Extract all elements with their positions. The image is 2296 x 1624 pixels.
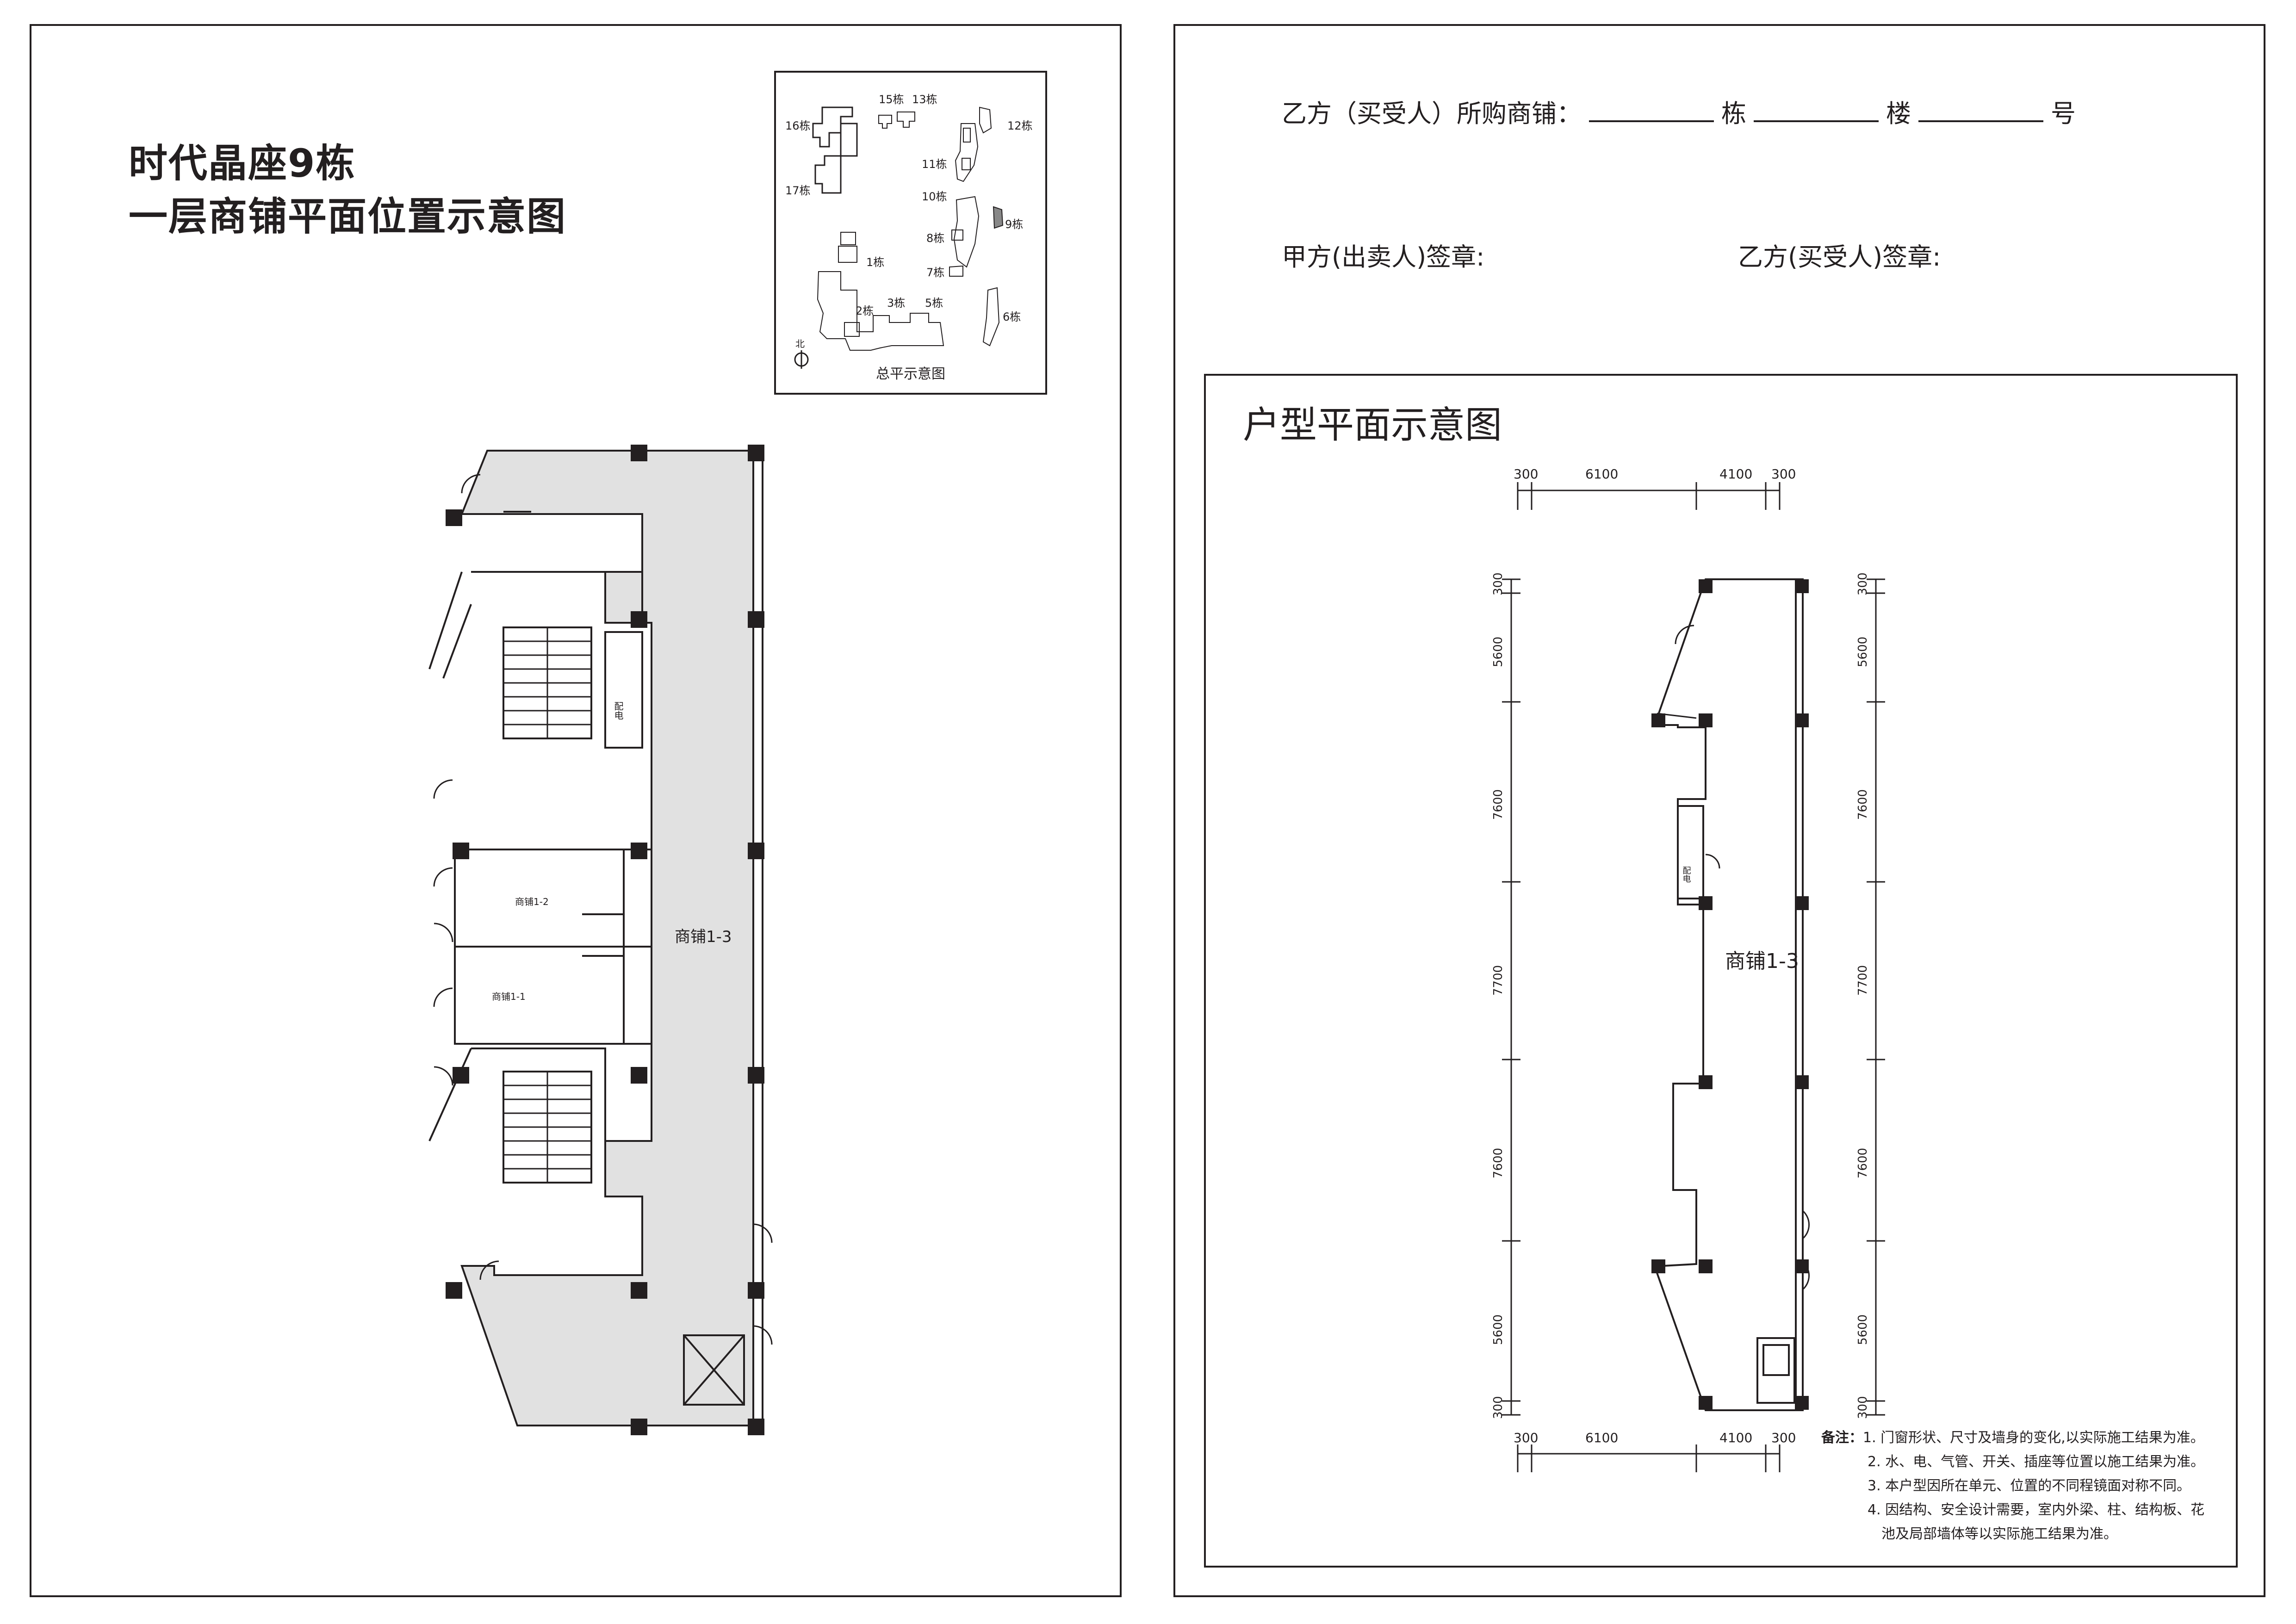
- left-sheet: 时代晶座9栋 一层商铺平面位置示意图: [30, 24, 1122, 1597]
- site-label-13: 13栋: [912, 93, 937, 106]
- site-label-11: 11栋: [922, 158, 947, 171]
- site-label-17: 17栋: [785, 184, 811, 197]
- page-subtitle: 一层商铺平面位置示意图: [129, 194, 567, 239]
- unit-plan-title: 户型平面示意图: [1243, 403, 1502, 446]
- notes-header: 备注：: [1821, 1430, 1863, 1446]
- dim-right-5600-b: 5600: [1856, 1314, 1870, 1345]
- site-plan-caption: 总平示意图: [876, 366, 945, 382]
- elec-room-label: 配电: [613, 701, 624, 720]
- shop-1-3-label: 商铺1-3: [675, 928, 732, 946]
- site-label-12: 12栋: [1007, 119, 1033, 132]
- dim-top-4100: 4100: [1719, 466, 1752, 482]
- notes-block: 备注：1. 门窗形状、尺寸及墙身的变化,以实际施工结果为准。 2. 水、电、气管…: [1821, 1426, 2204, 1546]
- shop-1-1-label: 商铺1-1: [492, 991, 526, 1002]
- dim-left-7700: 7700: [1491, 965, 1505, 996]
- note-3: 3. 本户型因所在单元、位置的不同程镜面对称不同。: [1868, 1478, 2191, 1494]
- page-title: 时代晶座9栋: [129, 141, 356, 186]
- note-1: 1. 门窗形状、尺寸及墙身的变化,以实际施工结果为准。: [1863, 1430, 2204, 1446]
- buyer-purchase-row: 乙方（买受人）所购商铺： 栋 楼 号: [1282, 93, 2076, 130]
- site-label-7: 7栋: [926, 266, 945, 279]
- number-blank: [1918, 118, 2043, 122]
- building-word: 栋: [1721, 99, 1746, 128]
- site-plan-drawing: [794, 106, 1004, 369]
- shop-1-2-label: 商铺1-2: [515, 896, 549, 907]
- dim-bottom-300-a: 300: [1514, 1430, 1538, 1445]
- north-label: 北: [795, 338, 805, 349]
- unit-elec-label: 配电: [1682, 866, 1691, 883]
- unit-plan-frame: 户型平面示意图: [1204, 374, 2238, 1568]
- right-sheet: 乙方（买受人）所购商铺： 栋 楼 号 甲方(出卖人)签章: 乙方(买受人)签章:…: [1173, 24, 2265, 1597]
- dim-bottom-300-b: 300: [1771, 1430, 1796, 1445]
- buyer-signature-label: 乙方(买受人)签章:: [1738, 242, 1941, 272]
- dim-left-300-b: 300: [1491, 1396, 1505, 1419]
- number-word: 号: [2051, 99, 2076, 128]
- dim-top-6100: 6100: [1585, 466, 1618, 482]
- site-label-3: 3栋: [887, 297, 906, 310]
- dim-bottom-4100: 4100: [1719, 1430, 1752, 1445]
- site-plan-inset: 15栋 13栋 16栋 12栋 11栋 10栋 17栋 9栋 8栋 1栋 7栋 …: [774, 71, 1047, 395]
- dim-right-300-a: 300: [1856, 572, 1870, 595]
- buyer-row-prefix: 乙方（买受人）所购商铺：: [1282, 99, 1582, 128]
- floor-blank: [1754, 118, 1879, 122]
- site-label-16: 16栋: [785, 119, 811, 132]
- dim-top-300-b: 300: [1771, 466, 1796, 482]
- dim-right-7600-a: 7600: [1856, 789, 1870, 820]
- seller-signature-label: 甲方(出卖人)签章:: [1282, 242, 1485, 272]
- dim-right-300-b: 300: [1856, 1396, 1870, 1419]
- dim-left-5600-a: 5600: [1491, 637, 1505, 667]
- dim-left-300-a: 300: [1491, 572, 1505, 595]
- dim-right-7600-b: 7600: [1856, 1148, 1870, 1178]
- site-label-2: 2栋: [856, 304, 874, 317]
- dim-left-7600-a: 7600: [1491, 789, 1505, 820]
- note-2: 2. 水、电、气管、开关、插座等位置以施工结果为准。: [1868, 1454, 2205, 1470]
- site-label-15: 15栋: [879, 93, 904, 106]
- site-label-10: 10栋: [922, 190, 947, 203]
- dim-right-7700: 7700: [1856, 965, 1870, 996]
- building-blank: [1589, 118, 1714, 122]
- site-label-6: 6栋: [1003, 310, 1021, 323]
- note-5: 池及局部墙体等以实际施工结果为准。: [1881, 1526, 2117, 1542]
- ground-floor-plan: 商铺1-3 商铺1-2 商铺1-1 配电: [428, 445, 773, 1435]
- dim-bottom-6100: 6100: [1585, 1430, 1618, 1445]
- site-label-9: 9栋: [1005, 218, 1024, 231]
- site-label-1: 1栋: [866, 256, 885, 269]
- site-label-5: 5栋: [925, 297, 943, 310]
- site-label-8: 8栋: [926, 232, 945, 245]
- note-4: 4. 因结构、安全设计需要，室内外梁、柱、结构板、花: [1868, 1502, 2205, 1518]
- unit-shop-label: 商铺1-3: [1725, 949, 1799, 973]
- dim-right-5600-a: 5600: [1856, 637, 1870, 667]
- dim-left-5600-b: 5600: [1491, 1314, 1505, 1345]
- dim-left-7600-b: 7600: [1491, 1148, 1505, 1178]
- unit-floor-plan: 300 6100 4100 300 300 6100 4100 300 300 …: [1491, 466, 1885, 1472]
- dim-top-300-a: 300: [1514, 466, 1538, 482]
- floor-word: 楼: [1886, 99, 1911, 128]
